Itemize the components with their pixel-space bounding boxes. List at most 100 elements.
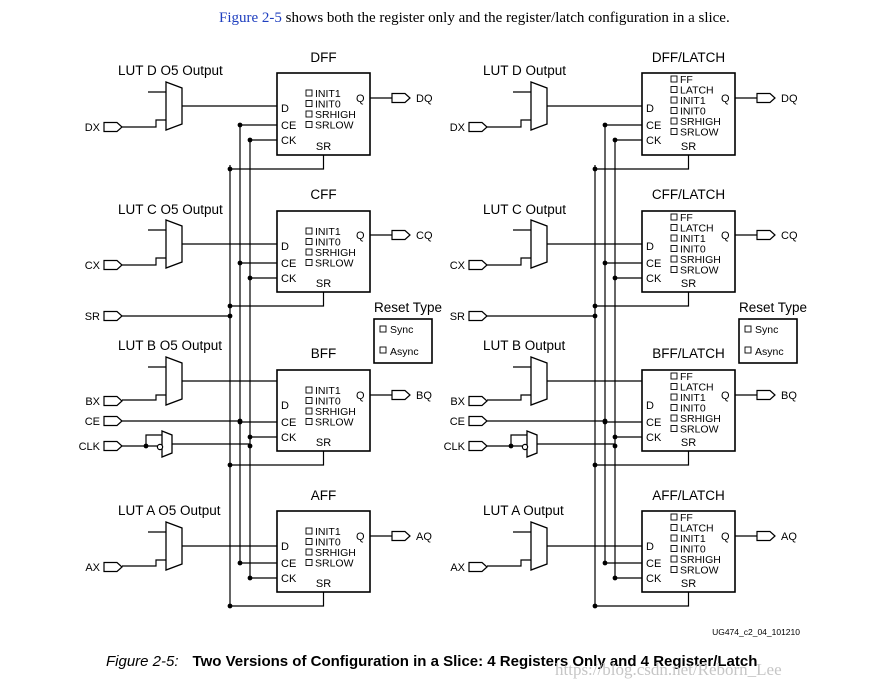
junction-dot [237, 418, 243, 424]
lut-label: LUT D Output [483, 63, 566, 78]
pin-d: D [281, 541, 289, 553]
pin-q: Q [721, 230, 730, 242]
output-port [756, 530, 776, 542]
lut-label: LUT D O5 Output [118, 63, 223, 78]
option-label: INIT0 [315, 237, 341, 249]
option-label: SRHIGH [315, 109, 356, 121]
option-checkbox [305, 548, 313, 556]
option-checkbox [305, 248, 313, 256]
watermark: https://blog.csdn.net/Reborn_Lee [555, 660, 782, 679]
option-checkbox [305, 259, 313, 266]
option-label: LATCH [680, 382, 714, 394]
intro-text: Figure 2-5 shows both the register only … [219, 10, 730, 26]
junction-dot [247, 275, 253, 281]
option-checkbox [305, 407, 313, 415]
option-label: SRHIGH [315, 406, 356, 418]
figure-link[interactable]: Figure 2-5 [219, 10, 282, 26]
option-label: INIT1 [315, 526, 341, 538]
pin-q: Q [721, 93, 730, 105]
junction-dot [592, 166, 598, 172]
output-label: BQ [416, 390, 432, 402]
x-to-mux [487, 394, 531, 401]
option-checkbox [670, 117, 678, 125]
input-label-bx: BX [85, 396, 100, 408]
option-label: SRLOW [315, 558, 354, 570]
lut-mux [530, 81, 548, 131]
option-label: INIT1 [680, 392, 706, 404]
sr-loop [230, 155, 325, 170]
output-label: CQ [781, 230, 798, 242]
junction-dot [592, 603, 598, 609]
x-to-mux [122, 119, 166, 128]
junction-dot [143, 443, 149, 449]
input-port-ce [103, 415, 123, 427]
option-checkbox [670, 383, 678, 390]
option-label: SRHIGH [315, 247, 356, 259]
sr-loop [595, 592, 690, 607]
junction-dot [247, 575, 253, 581]
option-checkbox [670, 224, 678, 231]
clk-mux [526, 430, 538, 458]
lut-label: LUT C Output [483, 202, 566, 217]
lut-label: LUT A Output [483, 503, 564, 518]
ff-block [276, 72, 371, 156]
option-checkbox [305, 559, 313, 566]
pin-sr: SR [316, 437, 331, 449]
option-checkbox [670, 86, 678, 93]
input-port-cx [468, 259, 488, 271]
input-label-ce: CE [450, 416, 465, 428]
option-label: SRHIGH [680, 116, 721, 128]
option-checkbox [670, 128, 678, 135]
option-checkbox [305, 89, 313, 97]
option-checkbox [670, 524, 678, 531]
junction-dot [247, 137, 253, 143]
reset-type-title: Reset Type [374, 300, 442, 315]
input-label-cx: CX [450, 260, 466, 272]
option-checkbox [670, 566, 678, 573]
input-port-ax [468, 561, 488, 573]
junction-dot [602, 260, 608, 266]
output-label: DQ [416, 93, 433, 105]
option-label: LATCH [680, 85, 714, 97]
input-label-ax: AX [85, 562, 100, 574]
option-label: FF [680, 74, 693, 86]
lut-label: LUT A O5 Output [118, 503, 221, 518]
x-to-mux [122, 559, 166, 567]
clk-invert-bubble [521, 443, 529, 451]
option-label: SRLOW [315, 417, 354, 429]
option-label: INIT0 [680, 106, 706, 118]
reset-type-title: Reset Type [739, 300, 807, 315]
option-checkbox [670, 404, 678, 411]
option-checkbox [305, 227, 313, 235]
input-label-clk: CLK [444, 441, 466, 453]
input-label-sr: SR [85, 311, 100, 323]
lut-mux [165, 219, 183, 269]
pin-ce: CE [281, 417, 296, 429]
junction-dot [227, 603, 233, 609]
option-label: FF [680, 212, 693, 224]
intro-sentence: shows both the register only and the reg… [282, 10, 730, 26]
pin-q: Q [356, 390, 365, 402]
sr-loop [595, 155, 690, 170]
input-port-bx [103, 395, 123, 407]
async-checkbox [744, 346, 752, 354]
option-checkbox [305, 100, 313, 107]
pin-sr: SR [681, 278, 696, 290]
sync-label: Sync [755, 324, 778, 336]
option-checkbox [670, 234, 678, 242]
option-label: LATCH [680, 523, 714, 535]
figure-caption: Figure 2-5:Two Versions of Configuration… [106, 653, 757, 670]
output-port [391, 530, 411, 542]
input-label-clk: CLK [79, 441, 101, 453]
pin-d: D [646, 541, 654, 553]
option-checkbox [305, 527, 313, 535]
option-checkbox [670, 534, 678, 542]
junction-dot [237, 122, 243, 128]
output-port [756, 389, 776, 401]
lut-mux [165, 356, 183, 406]
